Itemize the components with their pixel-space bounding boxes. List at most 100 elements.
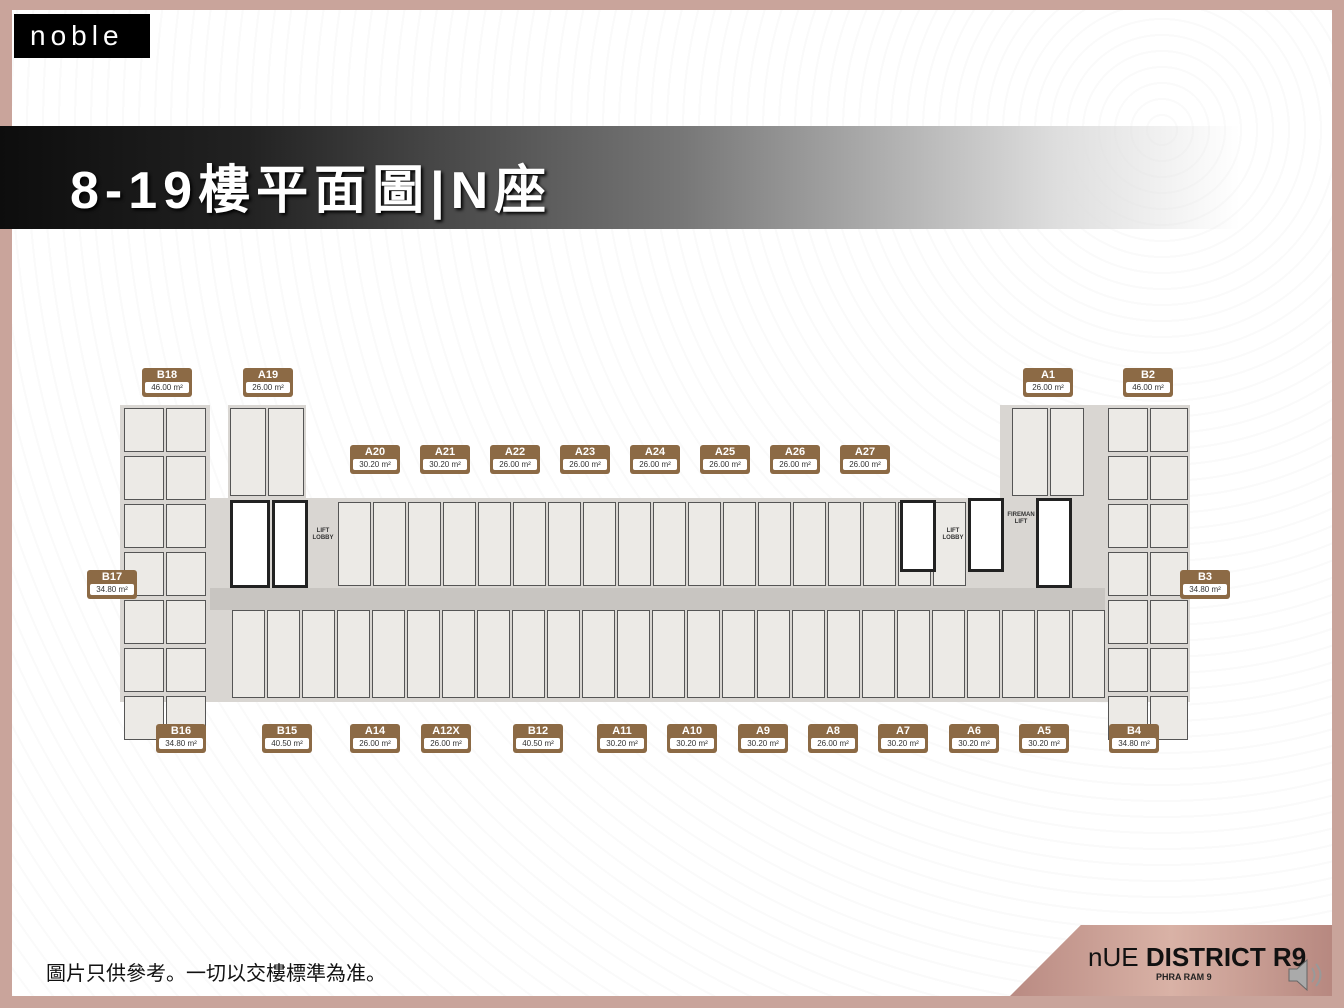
unit-room [372,610,405,698]
unit-room [166,456,206,500]
unit-room [862,610,895,698]
unit-area: 34.80 m² [1112,738,1156,749]
unit-room [512,610,545,698]
unit-id: A8 [825,725,841,737]
unit-id: A21 [434,446,456,458]
unit-id: A10 [681,725,703,737]
unit-id: A14 [364,725,386,737]
unit-room [932,610,965,698]
project-brand: nUE DISTRICT R9 [1088,942,1306,973]
unit-room [758,502,791,586]
unit-room [1108,408,1148,452]
unit-room [337,610,370,698]
unit-room [688,502,721,586]
unit-room [582,610,615,698]
unit-id: B18 [156,369,178,381]
lift-lobby-label-right: LIFT LOBBY [942,528,964,541]
unit-room [793,502,826,586]
unit-area: 40.50 m² [265,738,309,749]
unit-id: A1 [1040,369,1056,381]
page-title: 8-19樓平面圖|N座 [70,162,553,220]
unit-area: 26.00 m² [633,459,677,470]
unit-id: B2 [1140,369,1156,381]
unit-room [1108,552,1148,596]
unit-room [1150,600,1188,644]
unit-room [302,610,335,698]
corridor [210,588,1105,610]
unit-room [408,502,441,586]
unit-room [230,408,266,496]
speaker-icon[interactable] [1285,955,1325,995]
unit-room [478,502,511,586]
unit-room [548,502,581,586]
unit-room [166,408,206,452]
unit-room [722,610,755,698]
unit-area: 46.00 m² [1126,382,1170,393]
unit-room [547,610,580,698]
unit-id: A6 [966,725,982,737]
unit-room [792,610,825,698]
unit-room [827,610,860,698]
unit-room [124,504,164,548]
unit-id: B12 [527,725,549,737]
unit-area: 30.20 m² [741,738,785,749]
lift-core [272,500,308,588]
unit-area: 34.80 m² [1183,584,1227,595]
unit-room [267,610,300,698]
unit-area: 26.00 m² [563,459,607,470]
unit-room [618,502,651,586]
unit-id: B16 [170,725,192,737]
brand-bold: DISTRICT R9 [1145,942,1307,972]
unit-room [1150,648,1188,692]
unit-area: 30.20 m² [1022,738,1066,749]
unit-room [1150,504,1188,548]
unit-room [166,504,206,548]
unit-id: A22 [504,446,526,458]
brand-subtitle: PHRA RAM 9 [1156,972,1212,982]
unit-area: 26.00 m² [843,459,887,470]
unit-id: A26 [784,446,806,458]
unit-room [652,610,685,698]
unit-area: 30.20 m² [952,738,996,749]
unit-room [1150,456,1188,500]
unit-id: A5 [1036,725,1052,737]
unit-room [338,502,371,586]
unit-area: 26.00 m² [811,738,855,749]
unit-room [124,648,164,692]
unit-id: A20 [364,446,386,458]
unit-room [828,502,861,586]
unit-room [1072,610,1105,698]
unit-room [166,648,206,692]
unit-room [583,502,616,586]
unit-area: 26.00 m² [424,738,468,749]
unit-room [933,502,966,586]
lift-core-right [900,500,936,572]
unit-room [232,610,265,698]
unit-area: 26.00 m² [493,459,537,470]
unit-area: 30.20 m² [423,459,467,470]
unit-room [443,502,476,586]
unit-room [373,502,406,586]
unit-room [407,610,440,698]
unit-area: 26.00 m² [773,459,817,470]
unit-id: A27 [854,446,876,458]
unit-area: 26.00 m² [1026,382,1070,393]
unit-room [757,610,790,698]
unit-area: 30.20 m² [600,738,644,749]
unit-room [967,610,1000,698]
